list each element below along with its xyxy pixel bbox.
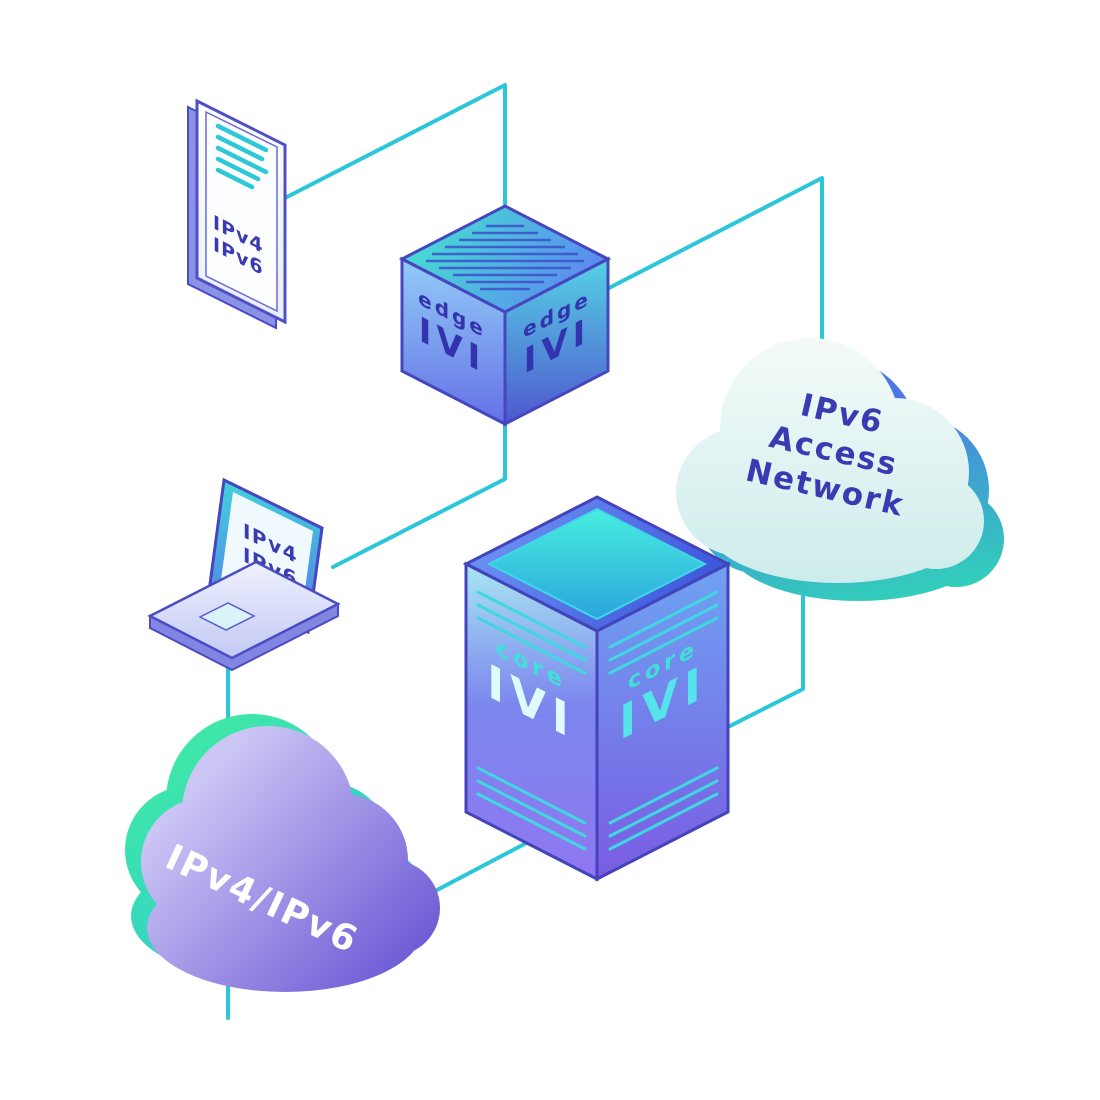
core-right-face bbox=[595, 561, 730, 882]
connection-line-edge-laptop bbox=[331, 416, 507, 569]
edge-router-icon: edge IVI edge IVI bbox=[398, 204, 612, 427]
phone-screen-lines bbox=[215, 123, 269, 190]
connection-line-edge-cloud bbox=[607, 176, 824, 352]
access-cloud-body bbox=[676, 338, 984, 583]
ipv4-ipv6-cloud: IPv4/IPv6 bbox=[125, 714, 440, 992]
dual-cloud-body bbox=[141, 726, 440, 992]
connection-line-cloud-core bbox=[726, 558, 805, 729]
laptop-base bbox=[147, 560, 341, 660]
core-right-vent-lines bbox=[608, 590, 719, 851]
smartphone-icon: IPv4 IPv6 bbox=[187, 98, 287, 330]
core-left-vent-lines bbox=[476, 590, 587, 851]
laptop-icon: IPv4 IPv6 bbox=[147, 477, 341, 672]
connection-line-phone-edge bbox=[283, 83, 507, 214]
core-top-screen bbox=[486, 507, 708, 621]
ipv6-access-network-cloud: IPv6 Access Network bbox=[676, 338, 1004, 601]
laptop-touchpad bbox=[198, 602, 256, 631]
edge-right-face bbox=[503, 256, 610, 427]
core-router-icon: core IVI core IVI bbox=[462, 495, 732, 882]
edge-router-vent-lines bbox=[426, 224, 584, 291]
